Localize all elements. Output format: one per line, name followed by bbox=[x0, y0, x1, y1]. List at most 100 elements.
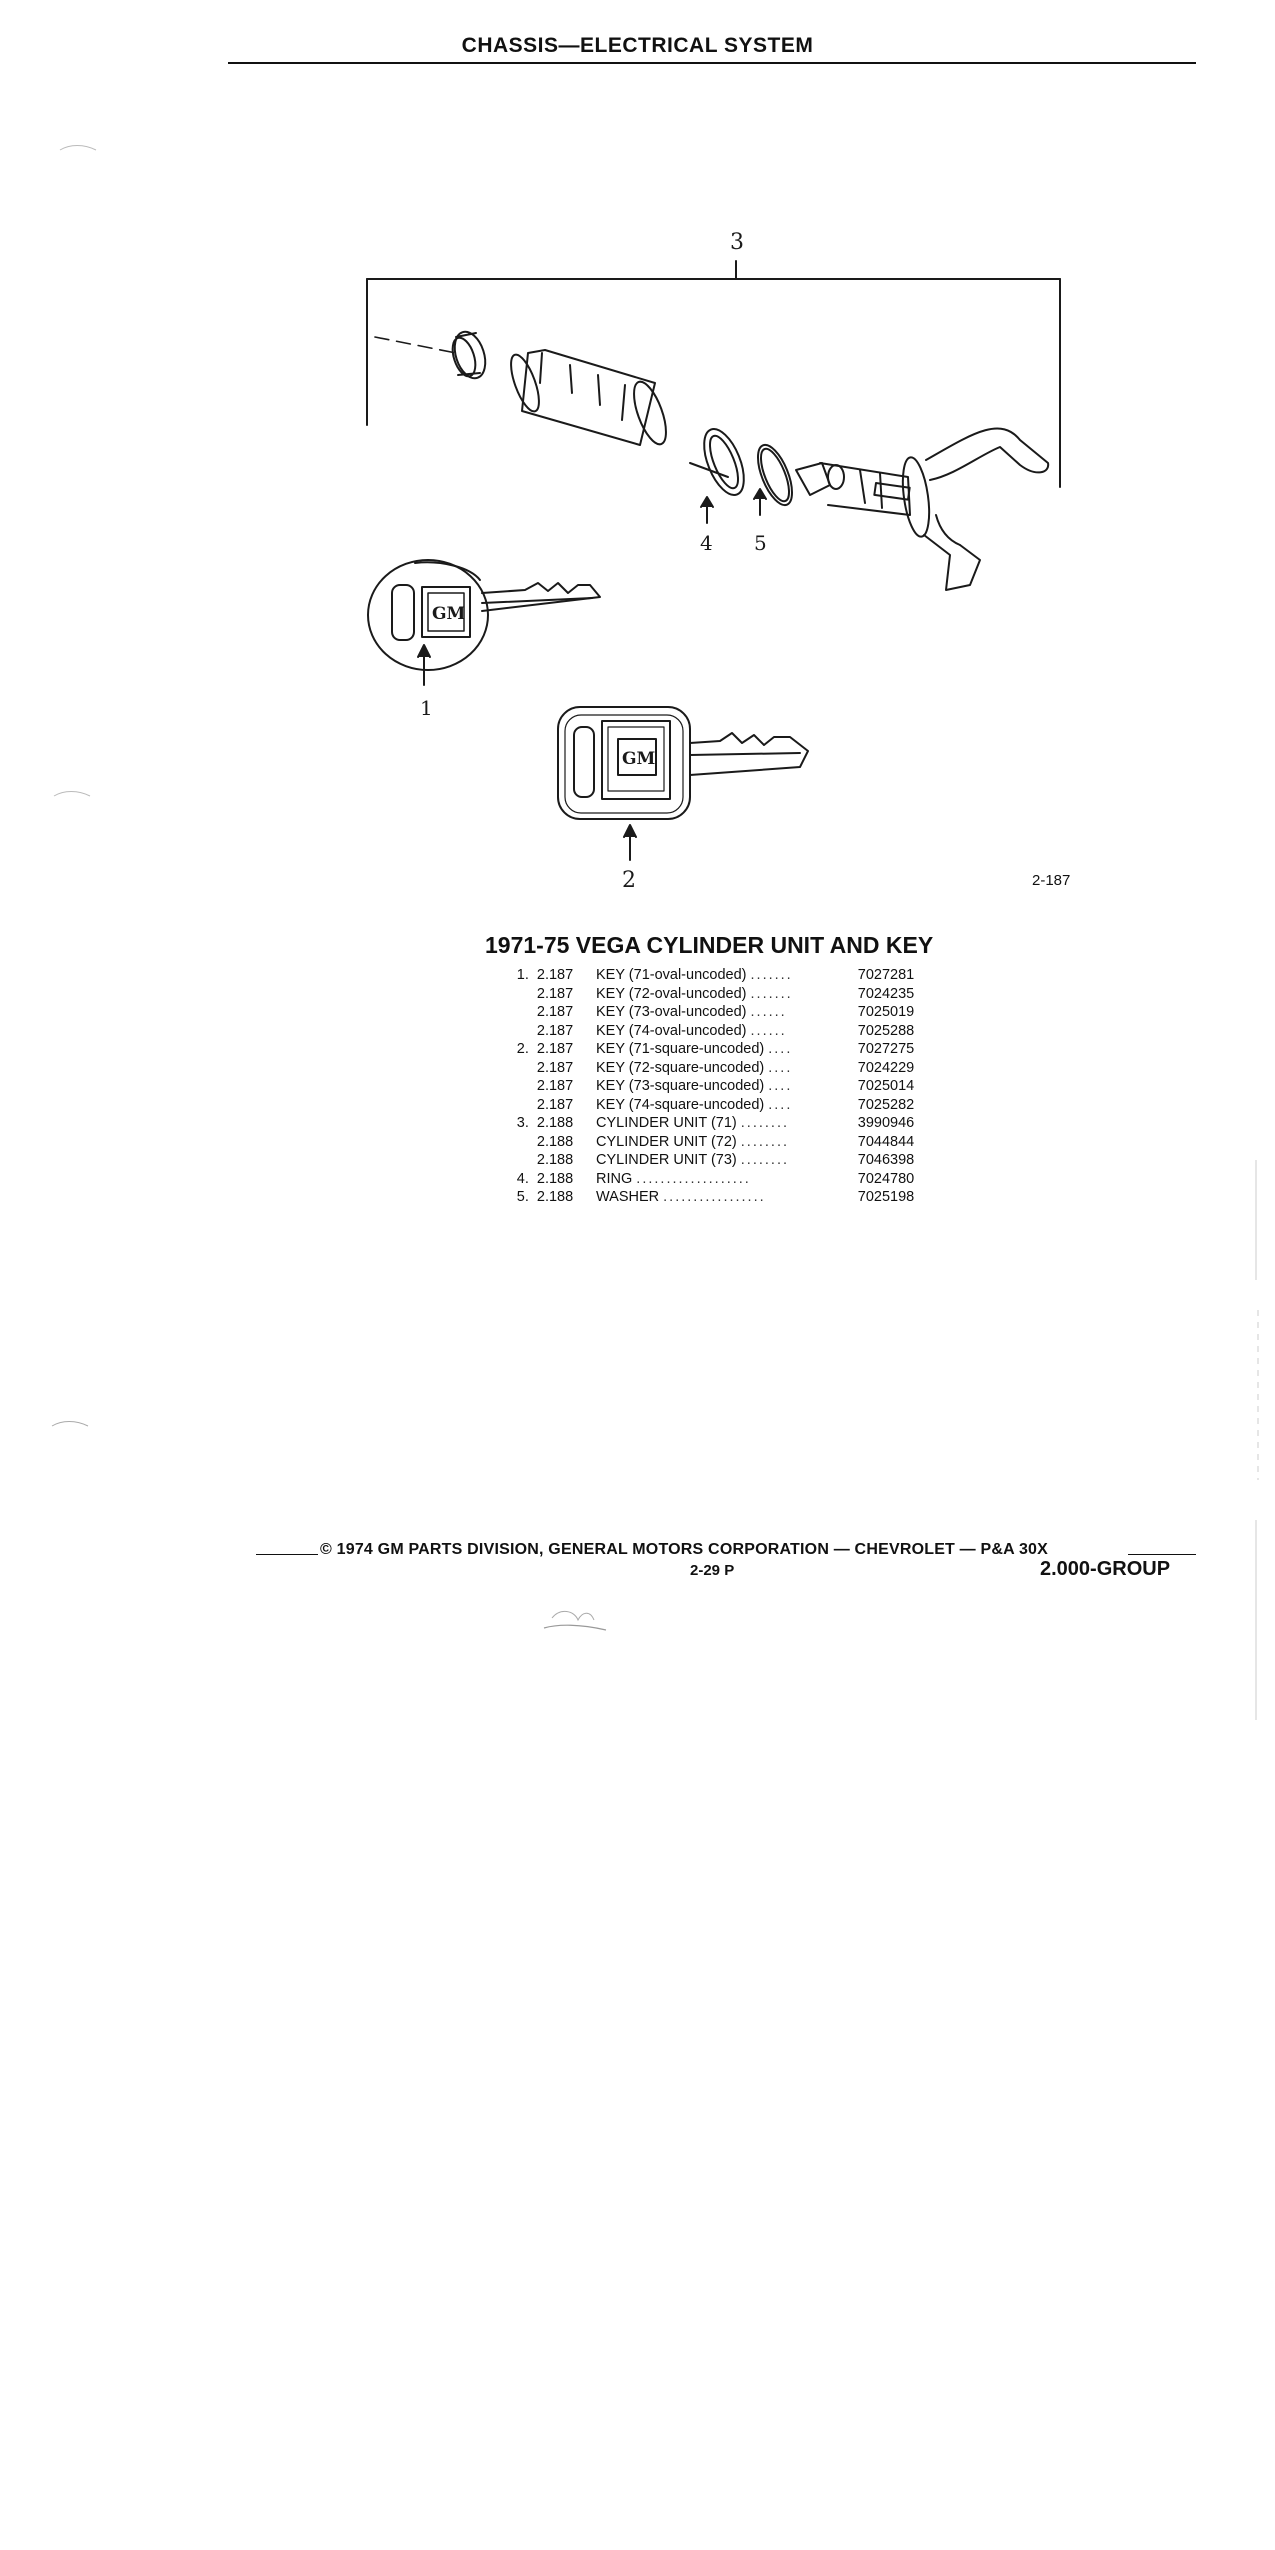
part-number: 7025282 bbox=[857, 1096, 915, 1113]
callout-5: 5 bbox=[754, 531, 767, 555]
parts-list-row: 2.188 CYLINDER UNIT (73) ........ 7046398 bbox=[490, 1151, 960, 1170]
parts-list-row: 2.187 KEY (73-oval-uncoded) ...... 7025019 bbox=[490, 1003, 960, 1022]
part-description-text: KEY (73-square-uncoded) bbox=[596, 1078, 765, 1094]
callout-2: 2 bbox=[622, 868, 636, 893]
part-description-text: WASHER bbox=[596, 1189, 660, 1205]
figure-reference: 2.188 bbox=[536, 1152, 574, 1168]
part-number: 7024780 bbox=[857, 1170, 915, 1187]
parts-list-title: 1971-75 VEGA CYLINDER UNIT AND KEY bbox=[485, 932, 934, 958]
part-number: 7025288 bbox=[857, 1022, 915, 1039]
leader-dots: ....... bbox=[750, 985, 793, 1002]
footer-copyright: © 1974 GM PARTS DIVISION, GENERAL MOTORS… bbox=[320, 1541, 1049, 1558]
part-number: 7024235 bbox=[857, 985, 915, 1002]
item-number bbox=[490, 1022, 537, 1041]
leader-dots: ....... bbox=[750, 967, 793, 983]
item-number: 1. bbox=[516, 967, 529, 983]
parts-list-row: 4. 2.188 RING ................... 7024780 bbox=[490, 1170, 960, 1189]
figure-reference: 2.187 bbox=[536, 1096, 574, 1113]
footer-page-number: 2-29 P bbox=[690, 1562, 735, 1579]
part-number: 7046398 bbox=[857, 1152, 915, 1168]
parts-list-row: 2.187 KEY (73-square-uncoded) .... 7025014 bbox=[490, 1077, 960, 1096]
callout-arrow-4 bbox=[700, 496, 714, 524]
part-description: KEY (73-square-uncoded) .... bbox=[596, 1077, 846, 1096]
figure-reference: 2.188 bbox=[536, 1133, 574, 1150]
page-edge-artifact bbox=[1255, 1160, 1259, 1720]
part-description: KEY (72-oval-uncoded) ....... bbox=[596, 985, 846, 1004]
item-number bbox=[490, 1077, 537, 1096]
part-number: 7027275 bbox=[857, 1041, 915, 1057]
leader-dots: ........ bbox=[740, 1115, 790, 1131]
leader-dots: ........ bbox=[740, 1133, 790, 1150]
item-number bbox=[490, 985, 537, 1004]
item-number bbox=[490, 1133, 537, 1152]
page-header-title: CHASSIS—ELECTRICAL SYSTEM bbox=[461, 34, 814, 57]
callout-arrow-1 bbox=[417, 644, 431, 686]
lock-cylinder-part bbox=[795, 427, 1050, 591]
part-number: 7044844 bbox=[857, 1133, 915, 1150]
margin-artifact-mark bbox=[53, 791, 91, 797]
figure-reference: 2.187 bbox=[536, 967, 574, 983]
margin-artifact-mark bbox=[59, 145, 97, 151]
footer-rule-left bbox=[256, 1554, 318, 1555]
figure-reference: 2.187 bbox=[536, 1041, 574, 1057]
leader-dots: .... bbox=[768, 1059, 793, 1076]
square-key-part bbox=[557, 706, 809, 820]
part-number: 7025019 bbox=[857, 1004, 915, 1020]
callout-1: 1 bbox=[420, 696, 433, 720]
figure-reference: 2.188 bbox=[536, 1189, 574, 1205]
leader-dots: ...... bbox=[750, 1004, 787, 1020]
oval-key-part bbox=[367, 559, 601, 671]
exploded-parts-diagram: 3 bbox=[366, 230, 1061, 893]
figure-reference: 2.187 bbox=[536, 1078, 574, 1094]
leader-dots: ................. bbox=[663, 1189, 766, 1205]
figure-reference: 2.187 bbox=[536, 1022, 574, 1039]
part-description: CYLINDER UNIT (72) ........ bbox=[596, 1133, 846, 1152]
parts-list-row: 2.187 KEY (72-oval-uncoded) ....... 702423… bbox=[490, 985, 960, 1004]
leader-dots: .... bbox=[768, 1078, 793, 1094]
part-number: 7025014 bbox=[857, 1078, 915, 1094]
part-number: 7027281 bbox=[857, 967, 915, 983]
parts-list-row: 2. 2.187 KEY (71-square-uncoded) .... 70272… bbox=[490, 1040, 960, 1059]
parts-list-row: 2.187 KEY (72-square-uncoded) .... 7024229 bbox=[490, 1059, 960, 1078]
part-description: KEY (74-square-uncoded) .... bbox=[596, 1096, 846, 1115]
cylinder-housing-part bbox=[510, 349, 667, 446]
margin-artifact-mark bbox=[51, 1421, 89, 1427]
leader-dots: ........ bbox=[740, 1152, 790, 1168]
part-description: KEY (71-oval-uncoded) ....... bbox=[596, 966, 846, 985]
callout-arrow-2 bbox=[623, 824, 637, 861]
item-number: 3. bbox=[516, 1115, 529, 1131]
parts-list-row: 2.188 CYLINDER UNIT (72) ........ 7044844 bbox=[490, 1133, 960, 1152]
item-number bbox=[490, 1059, 537, 1078]
item-number: 2. bbox=[516, 1041, 529, 1057]
part-number: 7024229 bbox=[857, 1059, 915, 1076]
item-number bbox=[490, 1003, 537, 1022]
part-description: KEY (73-oval-uncoded) ...... bbox=[596, 1003, 846, 1022]
part-description-text: KEY (71-square-uncoded) bbox=[596, 1041, 765, 1057]
part-description-text: CYLINDER UNIT (73) bbox=[596, 1152, 737, 1168]
footer-rule-right bbox=[1128, 1554, 1196, 1555]
oval-key-logo: GM bbox=[432, 604, 466, 624]
part-description-text: KEY (72-square-uncoded) bbox=[596, 1059, 765, 1076]
part-description-text: KEY (73-oval-uncoded) bbox=[596, 1004, 747, 1020]
figure-reference: 2.188 bbox=[536, 1170, 574, 1187]
item-number: 5. bbox=[516, 1189, 529, 1205]
parts-list-row: 2.187 KEY (74-square-uncoded) .... 7025282 bbox=[490, 1096, 960, 1115]
parts-list-row: 1. 2.187 KEY (71-oval-uncoded) ....... 7027… bbox=[490, 966, 960, 985]
part-description-text: CYLINDER UNIT (71) bbox=[596, 1115, 737, 1131]
figure-reference: 2.187 bbox=[536, 1004, 574, 1020]
retainer-part bbox=[451, 330, 487, 380]
figure-reference: 2.187 bbox=[536, 1059, 574, 1076]
leader-dots: ...... bbox=[750, 1022, 787, 1039]
figure-reference: 2.187 bbox=[536, 985, 574, 1002]
part-description: KEY (72-square-uncoded) .... bbox=[596, 1059, 846, 1078]
assembly-bracket bbox=[366, 260, 1061, 488]
scan-artifact-mark bbox=[543, 1611, 607, 1631]
header-rule bbox=[228, 62, 1196, 64]
item-number bbox=[490, 1151, 537, 1170]
part-description: RING ................... bbox=[596, 1170, 846, 1189]
washer-part bbox=[757, 443, 793, 507]
item-number: 4. bbox=[516, 1170, 529, 1187]
part-description: WASHER ................. bbox=[596, 1188, 846, 1207]
part-description: KEY (71-square-uncoded) .... bbox=[596, 1040, 846, 1059]
